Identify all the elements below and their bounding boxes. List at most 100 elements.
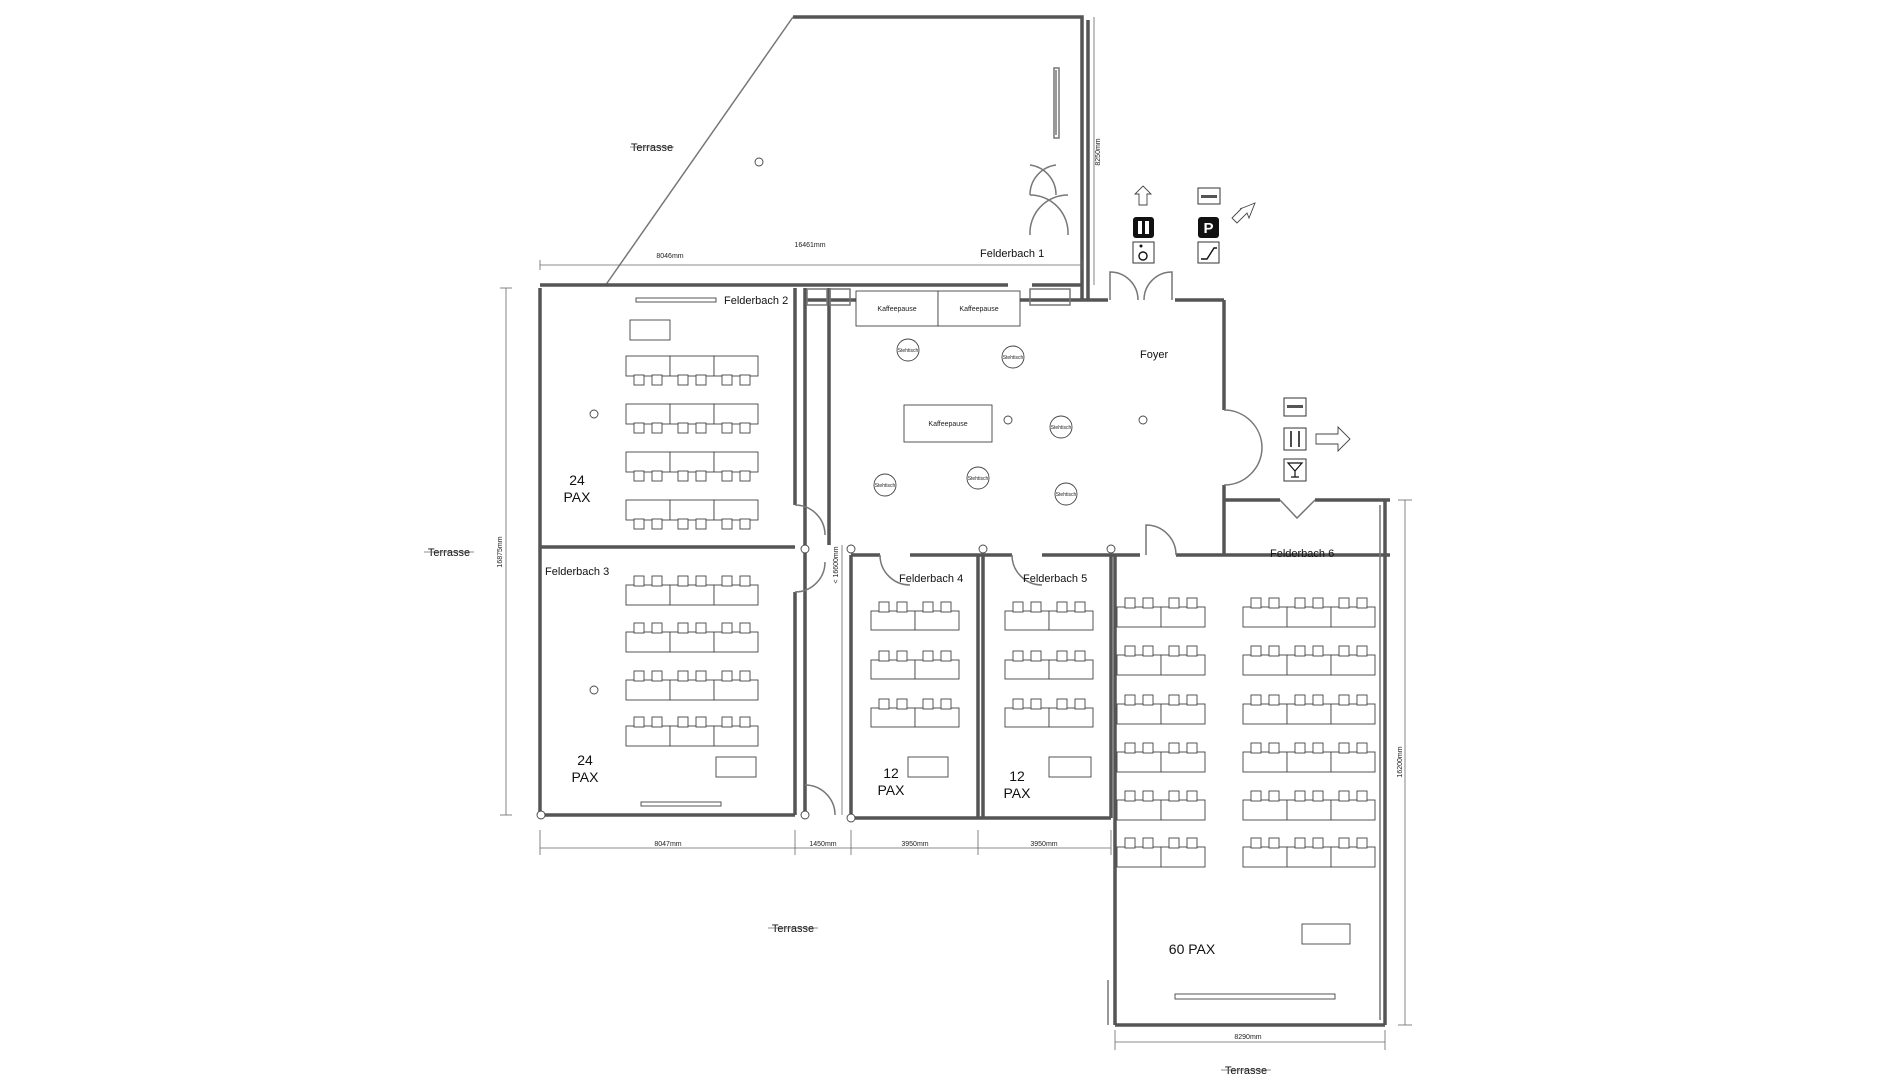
table bbox=[1330, 703, 1376, 725]
wheelchair-icon bbox=[1132, 241, 1155, 264]
chair bbox=[1124, 742, 1136, 754]
standing-table-label: Stehtisch bbox=[1051, 425, 1072, 431]
chair bbox=[1142, 597, 1154, 609]
coffee-break-table-3 bbox=[903, 404, 993, 443]
room-felderbach-4-label: Felderbach 4 bbox=[899, 573, 963, 585]
chair bbox=[1186, 597, 1198, 609]
projection-screen-3 bbox=[640, 801, 722, 807]
chair bbox=[721, 422, 733, 434]
chair bbox=[1338, 837, 1350, 849]
chair bbox=[677, 470, 689, 482]
chair bbox=[739, 670, 751, 682]
table bbox=[1286, 606, 1332, 628]
presenter-desk-3 bbox=[715, 756, 757, 778]
chair bbox=[1142, 694, 1154, 706]
chair bbox=[695, 470, 707, 482]
chair bbox=[1012, 698, 1024, 710]
chair bbox=[677, 422, 689, 434]
dim-8047: 8047mm bbox=[654, 841, 681, 848]
table bbox=[625, 584, 671, 606]
table bbox=[669, 451, 715, 473]
chair bbox=[1012, 650, 1024, 662]
dim-16875: 16875mm bbox=[497, 536, 504, 567]
table bbox=[1116, 799, 1162, 821]
dim-3950-a: 3950mm bbox=[901, 841, 928, 848]
table bbox=[1048, 610, 1094, 631]
chair bbox=[677, 518, 689, 530]
terrace-label-south: Terrasse bbox=[772, 923, 814, 935]
presenter-desk-6 bbox=[1301, 923, 1351, 945]
table bbox=[1286, 799, 1332, 821]
svg-text:P: P bbox=[1203, 220, 1213, 237]
table bbox=[870, 610, 916, 631]
chair bbox=[878, 650, 890, 662]
chair bbox=[878, 698, 890, 710]
chair bbox=[739, 716, 751, 728]
chair bbox=[1268, 790, 1280, 802]
room-felderbach-2-label: Felderbach 2 bbox=[724, 295, 788, 307]
chair bbox=[677, 670, 689, 682]
table bbox=[914, 659, 960, 680]
coffee-break-table-1 bbox=[855, 290, 939, 327]
table bbox=[625, 403, 671, 425]
chair bbox=[695, 422, 707, 434]
chair bbox=[1168, 837, 1180, 849]
reception-desk-icon bbox=[1197, 187, 1221, 205]
chair bbox=[1338, 597, 1350, 609]
felderbach-2-capacity-unit: PAX bbox=[564, 489, 592, 505]
chair bbox=[721, 470, 733, 482]
chair bbox=[1142, 790, 1154, 802]
chair bbox=[1186, 790, 1198, 802]
chair bbox=[1294, 694, 1306, 706]
chair bbox=[1312, 597, 1324, 609]
dim-16600: < 16600mm bbox=[833, 546, 840, 583]
table bbox=[713, 499, 759, 521]
chair bbox=[1294, 790, 1306, 802]
chair bbox=[721, 670, 733, 682]
arrow-up-icon bbox=[1133, 185, 1153, 206]
chair bbox=[1168, 645, 1180, 657]
chair bbox=[695, 622, 707, 634]
wayfinding-icons: P bbox=[1132, 185, 1351, 482]
chair bbox=[739, 470, 751, 482]
table bbox=[1004, 659, 1050, 680]
chair bbox=[1356, 790, 1368, 802]
coffee-break-table-2 bbox=[937, 290, 1021, 327]
table bbox=[1242, 846, 1288, 868]
standing-table-label: Stehtisch bbox=[898, 348, 919, 354]
toilets-icon bbox=[1133, 217, 1154, 238]
chair bbox=[1168, 742, 1180, 754]
chair bbox=[651, 518, 663, 530]
chair bbox=[1056, 650, 1068, 662]
table bbox=[669, 355, 715, 377]
chair bbox=[1186, 837, 1198, 849]
walls bbox=[538, 15, 1390, 1027]
room-felderbach-5-label: Felderbach 5 bbox=[1023, 573, 1087, 585]
chair bbox=[1124, 694, 1136, 706]
table bbox=[1160, 606, 1206, 628]
table bbox=[713, 631, 759, 653]
chair bbox=[1356, 645, 1368, 657]
standing-table-label: Stehtisch bbox=[1056, 492, 1077, 498]
projection-screen-2 bbox=[635, 297, 717, 303]
chair bbox=[1294, 742, 1306, 754]
table bbox=[1286, 703, 1332, 725]
table bbox=[713, 451, 759, 473]
chair bbox=[1186, 694, 1198, 706]
chair bbox=[1124, 790, 1136, 802]
chair bbox=[1356, 837, 1368, 849]
felderbach-6-capacity: 60 PAX bbox=[1169, 941, 1216, 957]
room-foyer-label: Foyer bbox=[1140, 349, 1168, 361]
dim-3950-b: 3950mm bbox=[1030, 841, 1057, 848]
chair bbox=[940, 601, 952, 613]
standing-table-label: Stehtisch bbox=[875, 483, 896, 489]
chair bbox=[721, 716, 733, 728]
coffee-break-label-3: Kaffeepause bbox=[928, 421, 967, 428]
table bbox=[1242, 606, 1288, 628]
dimension-labels: 8046mm 16461mm 8250mm 16875mm 8047mm 145… bbox=[497, 138, 1404, 1041]
chair bbox=[1250, 694, 1262, 706]
dim-8290: 8290mm bbox=[1234, 1034, 1261, 1041]
chair bbox=[1268, 837, 1280, 849]
chair bbox=[1074, 698, 1086, 710]
table bbox=[870, 659, 916, 680]
